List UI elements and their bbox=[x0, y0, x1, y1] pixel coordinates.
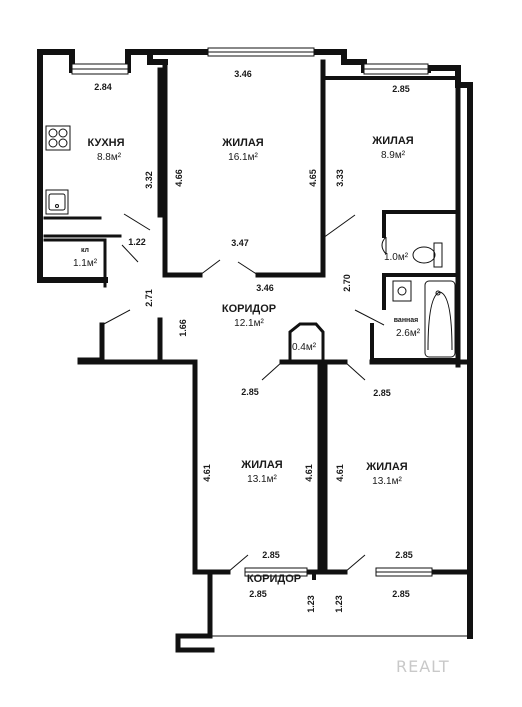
wc-sink-icon bbox=[381, 236, 387, 255]
dim-pantry-width: 1.22 bbox=[128, 237, 146, 247]
bathtub-icon bbox=[424, 280, 456, 358]
bath-sink-icon bbox=[392, 280, 412, 302]
corridor-name: КОРИДОР bbox=[222, 303, 276, 315]
dim-corridor-top: 3.46 bbox=[256, 283, 274, 293]
dim-living2-top: 2.85 bbox=[392, 84, 410, 94]
dim-living4-left: 4.61 bbox=[335, 464, 345, 482]
dim-balcony3-depth: 1.23 bbox=[306, 595, 316, 613]
living4-area: 13.1м² bbox=[372, 476, 402, 487]
dim-living1-right: 4.65 bbox=[308, 169, 318, 187]
dim-balcony3-width: 2.85 bbox=[249, 589, 267, 599]
stove-icon bbox=[45, 125, 71, 151]
corridor-area: 12.1м² bbox=[234, 318, 264, 329]
bath-area: 2.6м² bbox=[396, 328, 421, 339]
dim-living2-side: 3.33 bbox=[335, 169, 345, 187]
dim-balcony4-width: 2.85 bbox=[392, 589, 410, 599]
dim-living3-bottom: 2.85 bbox=[262, 550, 280, 560]
pantry-name: кл bbox=[81, 247, 89, 254]
closet-area: 0.4м² bbox=[292, 342, 317, 353]
corridor2-name: КОРИДОР bbox=[247, 573, 301, 585]
fixtures bbox=[45, 125, 456, 358]
bath-name: ванная bbox=[394, 317, 419, 324]
living2-name: ЖИЛАЯ bbox=[371, 135, 414, 147]
dim-living3-top: 2.85 bbox=[241, 387, 259, 397]
living1-area: 16.1м² bbox=[228, 152, 258, 163]
doors bbox=[101, 213, 385, 573]
dim-corridor-left: 2.71 bbox=[144, 289, 154, 307]
dim-living3-right: 4.61 bbox=[304, 464, 314, 482]
walls bbox=[37, 49, 473, 653]
living1-name: ЖИЛАЯ bbox=[221, 137, 264, 149]
dim-balcony4-depth: 1.23 bbox=[334, 595, 344, 613]
dim-corridor-stub: 1.66 bbox=[178, 319, 188, 337]
living3-name: ЖИЛАЯ bbox=[240, 459, 283, 471]
living4-name: ЖИЛАЯ bbox=[365, 461, 408, 473]
kitchen-name: КУХНЯ bbox=[87, 137, 124, 149]
dim-kitchen-top: 2.84 bbox=[94, 82, 112, 92]
dim-living1-bottom: 3.47 bbox=[231, 238, 249, 248]
dim-kitchen-side: 3.32 bbox=[144, 171, 154, 189]
dim-living1-top: 3.46 bbox=[234, 69, 252, 79]
kitchen-sink-icon bbox=[45, 189, 69, 215]
room-labels: КУХНЯ 8.8м² ЖИЛАЯ 16.1м² ЖИЛАЯ 8.9м² кл … bbox=[73, 135, 421, 585]
dim-living4-top: 2.85 bbox=[373, 388, 391, 398]
dimension-labels: 2.84 3.32 1.22 3.46 4.66 4.65 3.47 3.46 … bbox=[94, 69, 413, 613]
kitchen-area: 8.8м² bbox=[97, 152, 122, 163]
living2-area: 8.9м² bbox=[381, 150, 406, 161]
pantry-area: 1.1м² bbox=[73, 258, 98, 269]
windows bbox=[71, 47, 433, 577]
dim-living1-left: 4.66 bbox=[174, 169, 184, 187]
wc-area: 1.0м² bbox=[384, 252, 409, 263]
dim-living4-bottom: 2.85 bbox=[395, 550, 413, 560]
dim-living3-left: 4.61 bbox=[202, 464, 212, 482]
living3-area: 13.1м² bbox=[247, 474, 277, 485]
toilet-icon bbox=[412, 242, 443, 268]
watermark: REALT bbox=[396, 657, 450, 676]
dim-corridor-right: 2.70 bbox=[342, 274, 352, 292]
